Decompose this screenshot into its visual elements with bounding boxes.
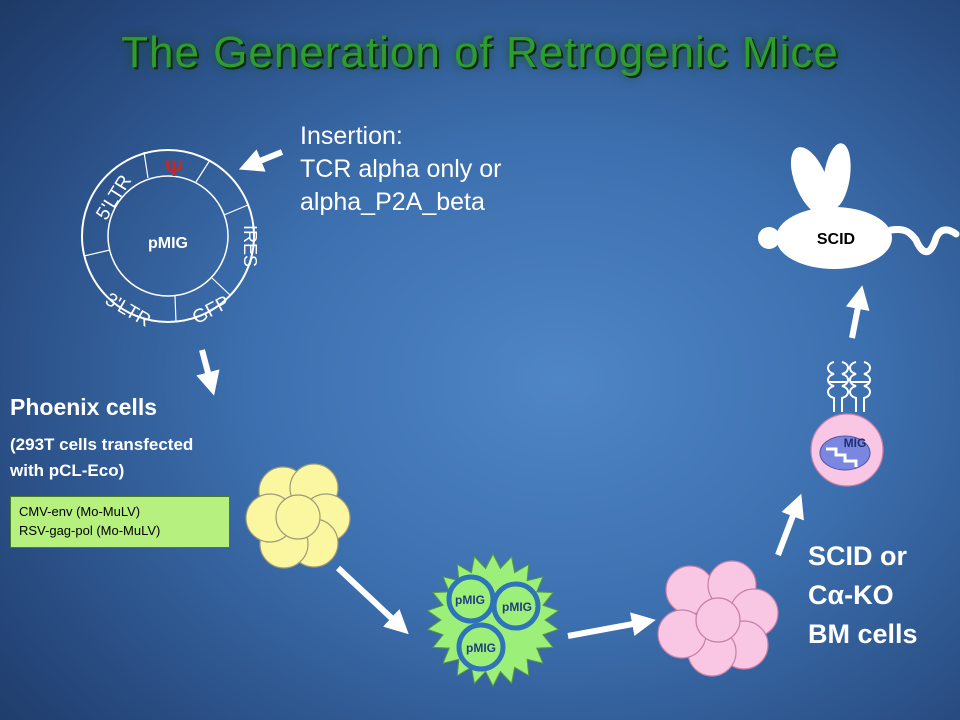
helper-plasmids-box: CMV-env (Mo-MuLV) RSV-gag-pol (Mo-MuLV) (10, 496, 230, 548)
insertion-text: Insertion: TCR alpha only or alpha_P2A_b… (300, 120, 501, 219)
insertion-line: TCR alpha only or (300, 155, 502, 183)
bm-label-c: C (808, 580, 828, 610)
arrow-bm-to-transduced (775, 493, 804, 557)
segment-psi: Ψ (165, 156, 183, 181)
segment-divider (223, 204, 249, 216)
virus-genome-ring (491, 581, 541, 631)
segment-3ltr: 3'LTR (101, 289, 154, 332)
arrow-virus-to-bm (567, 612, 656, 639)
bm-cells-label: SCID or Cα-KO BM cells (808, 537, 918, 654)
mouse-nose (758, 227, 780, 249)
virus-particle: pMIG pMIG pMIG (426, 552, 560, 688)
plasmid-outer-ring (81, 149, 255, 323)
phoenix-cells-title: Phoenix cells (10, 394, 158, 420)
arrow-phoenix-to-virus (335, 565, 409, 635)
phoenix-sub-line: (293T cells transfected (10, 435, 194, 454)
tcr-receptor-icon (827, 361, 871, 412)
mouse-tail (887, 226, 960, 256)
transduced-cell: MIG (810, 361, 884, 487)
slide-title: The Generation of Retrogenic Mice (121, 28, 839, 77)
arrows (196, 149, 870, 639)
mouse-ear (823, 143, 851, 209)
transduced-cell-label: MIG (844, 436, 867, 450)
insertion-line: alpha_P2A_beta (300, 188, 485, 216)
virus-label: pMIG (466, 641, 496, 655)
segment-5ltr: 5'LTR (92, 171, 136, 223)
segment-divider (174, 295, 177, 323)
bm-label-line: Cα-KO (808, 576, 918, 615)
segment-ires: IRES (240, 225, 260, 267)
arrow-plasmid-to-phoenix (196, 349, 220, 396)
phoenix-cells-subtitle: (293T cells transfected with pCL-Eco) (10, 432, 193, 484)
bm-label-line: SCID or (808, 541, 908, 571)
bm-label-ko: -KO (844, 580, 894, 610)
virus-label: pMIG (502, 600, 532, 614)
insertion-line: Insertion: (300, 122, 403, 150)
plasmid-inner-ring (107, 175, 229, 297)
phoenix-cell (275, 494, 321, 540)
helper-line: RSV-gag-pol (Mo-MuLV) (19, 523, 161, 538)
phoenix-sub-line: with pCL-Eco) (10, 461, 125, 480)
bm-cell (695, 597, 741, 643)
arrow-transduced-to-mouse (845, 285, 870, 339)
segment-divider (83, 249, 111, 257)
bm-cell-cluster (657, 560, 779, 677)
pmig-plasmid: Ψ 5'LTR IRES GFP 3'LTR pMIG (81, 149, 260, 332)
mouse-body (776, 207, 892, 269)
mouse-ear (790, 147, 832, 215)
segment-divider (195, 159, 211, 183)
integrated-dna-icon (826, 447, 858, 467)
bm-label-alpha: α (827, 580, 845, 610)
segment-divider (211, 277, 231, 296)
mouse-label: SCID (817, 231, 855, 248)
scid-mouse-icon: SCID (758, 143, 960, 269)
bm-label-line: BM cells (808, 619, 918, 649)
virus-label: pMIG (455, 593, 485, 607)
segment-divider (143, 151, 149, 179)
virus-genome-ring (456, 622, 506, 672)
arrow-insertion (238, 149, 284, 172)
plasmid-center-label: pMIG (148, 235, 188, 252)
phoenix-cell-cluster (245, 463, 351, 569)
helper-line: CMV-env (Mo-MuLV) (19, 504, 141, 519)
